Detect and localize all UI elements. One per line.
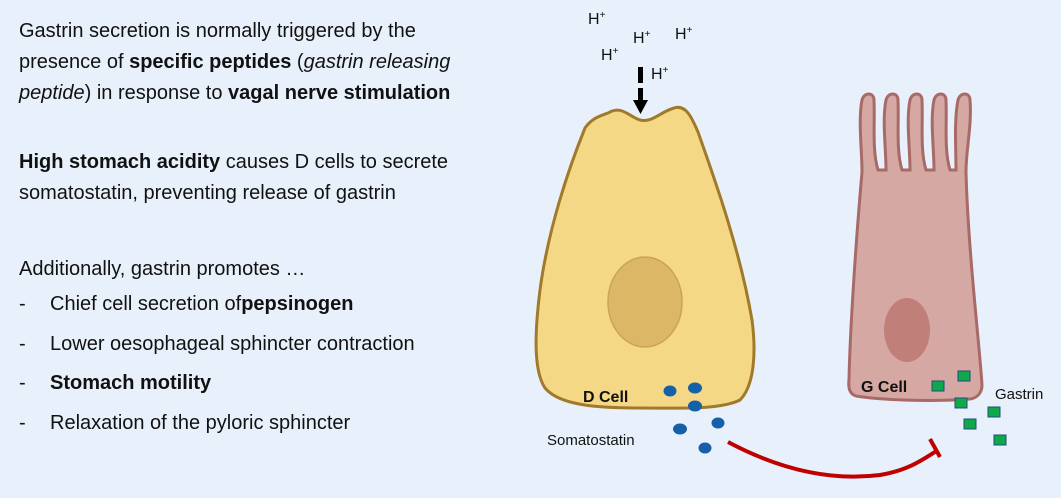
somatostatin-molecules [663,382,725,454]
somatostatin-dot [711,417,725,429]
d-cell: D Cell [534,105,756,410]
h-ion: H+ [633,29,651,47]
italic-grp: gastrin releasing [303,51,451,73]
gastrin-square [954,397,968,409]
bold-specific-peptides: specific peptides [129,51,292,73]
somatostatin-label: Somatostatin [547,432,635,449]
gastrin-square [987,406,1001,418]
text-span: Relaxation of the pyloric sphincter [50,411,351,434]
bullet-item: - Relaxation of the pyloric sphincter [19,408,415,448]
gastrin-square [931,380,945,392]
bullet-item: - Stomach motility [19,368,415,408]
down-arrow-icon [633,67,648,114]
text-span: ( [291,51,304,73]
gastrin-label: Gastrin [995,386,1043,403]
text-span: Lower oesophageal sphincter contraction [50,332,415,355]
gastrin-molecules [931,370,1007,446]
text-span: Chief cell secretion of [50,293,242,315]
bold-vagal: vagal nerve stimulation [228,82,451,104]
bullet-list: - Chief cell secretion of pepsinogen - Low… [19,289,415,447]
text-span: Gastrin secretion is normally triggered … [19,20,416,42]
gastrin-square [957,370,971,382]
bullet-item: - Chief cell secretion of pepsinogen [19,289,415,329]
somatostatin-dot [698,442,712,454]
somatostatin-dot [673,423,687,435]
paragraph-gastrin-trigger: Gastrin secretion is normally triggered … [19,16,450,109]
paragraph-additionally: Additionally, gastrin promotes … [19,258,306,280]
g-cell-label: G Cell [861,379,907,396]
bold-high-acidity: High stomach acidity [19,151,221,173]
bullet-item: - Lower oesophageal sphincter contraction [19,329,415,369]
somatostatin-dot [688,400,702,412]
g-cell-nucleus [884,298,930,362]
g-cell: G Cell [847,92,984,402]
text-span: ) in response to [84,82,229,104]
paragraph-acidity: High stomach acidity causes D cells to s… [19,147,448,209]
d-cell-nucleus [607,256,683,348]
gastrin-square [963,418,977,430]
text-span: somatostatin, preventing release of gast… [19,182,396,204]
d-cell-label: D Cell [583,389,628,406]
h-ion: H+ [675,25,693,43]
bullet-dash: - [19,411,26,434]
italic-peptide: peptide [19,82,85,104]
inhibition-arrow [727,438,942,479]
somatostatin-dot [688,382,702,394]
bullet-dash: - [19,293,26,315]
bold-text: Stomach motility [50,372,212,394]
h-ion: H+ [601,46,619,64]
bold-text: pepsinogen [241,293,354,315]
bullet-dash: - [19,372,26,394]
hydrogen-ions: H+ H+ H+ H+ H+ [588,10,693,83]
text-span: causes D cells to secrete [220,151,449,173]
text-span: presence of [19,51,130,73]
somatostatin-dot [663,385,677,397]
gastrin-square [993,434,1007,446]
bullet-dash: - [19,332,26,355]
h-ion: H+ [588,10,606,28]
h-ion: H+ [651,65,669,83]
